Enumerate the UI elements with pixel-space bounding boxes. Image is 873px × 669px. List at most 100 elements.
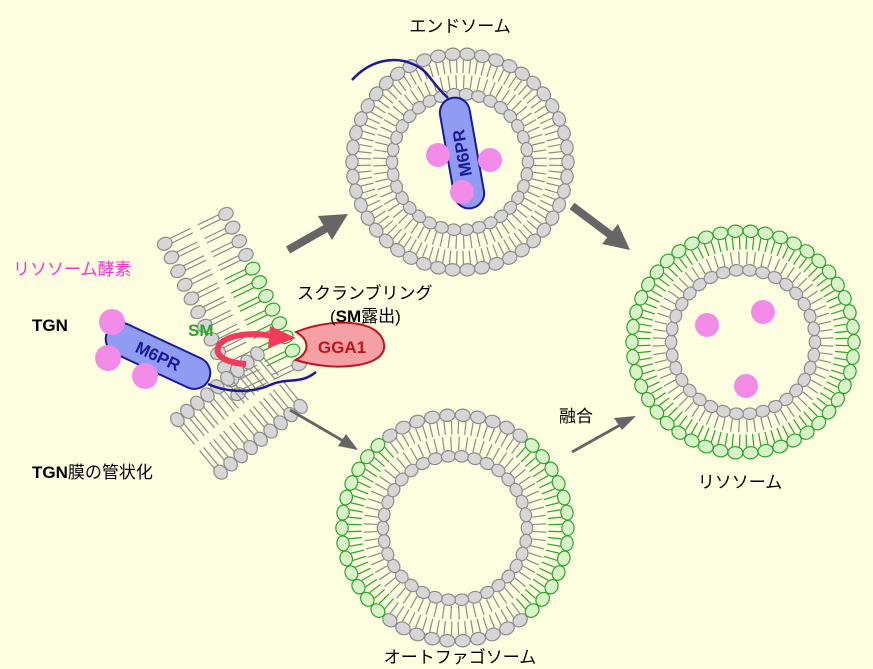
lipid-tail [424, 82, 431, 95]
enzyme-dot [99, 309, 125, 335]
lipid-tail [348, 516, 363, 520]
lipid-tail [229, 425, 246, 445]
lipid-tail [188, 268, 211, 281]
lipid-tail [249, 409, 266, 429]
lipid-tail [417, 226, 425, 239]
lipid-tail [222, 337, 245, 349]
lipid-tail [178, 425, 195, 445]
lipid-tail [753, 252, 757, 265]
lipid-head [213, 464, 228, 480]
lipid-tail [639, 357, 652, 361]
lipid-head [473, 260, 491, 275]
lipid-tail [684, 271, 694, 283]
scrambling-label: スクランブリング [297, 283, 433, 303]
sm-lipid-head [625, 333, 639, 351]
lipid-tail [443, 421, 446, 436]
lipid-tail [534, 210, 546, 219]
lipid-head [444, 47, 461, 62]
lipid-head [218, 206, 234, 221]
lipid-tail [389, 462, 401, 474]
lipid-tail [691, 267, 700, 279]
lipid-tail [392, 228, 403, 240]
lipid-tail [828, 303, 841, 309]
lipid-tail [793, 253, 802, 265]
lipid-tail [455, 75, 458, 89]
lipid-tail [547, 536, 562, 540]
lipid-tail [679, 258, 688, 269]
lipid-tail [797, 277, 808, 288]
lipid-tail [401, 609, 410, 622]
lipid-tail [520, 451, 532, 463]
lipid-tail [823, 386, 835, 394]
lipid-tail [486, 599, 493, 612]
lipid-head [560, 139, 574, 156]
lipid-tail [519, 475, 531, 485]
lipid-tail [435, 62, 440, 76]
lipid-tail [389, 582, 401, 594]
lipid-tail [397, 232, 407, 244]
lipid-tail [738, 419, 740, 433]
lipid-tail [654, 359, 668, 364]
sm-lipid-head [757, 226, 774, 241]
lipid-tail [798, 258, 807, 269]
lipid-head [454, 633, 471, 648]
lipid-tail [252, 364, 269, 385]
lipid-tail [529, 133, 543, 140]
lipid-head [454, 408, 471, 423]
lipid-tail [830, 369, 844, 375]
lipid-tail [367, 117, 380, 125]
lipid-tail [802, 283, 813, 293]
lipid-tail [377, 184, 391, 191]
lipid-tail [439, 77, 444, 91]
lipid-tail [511, 602, 521, 614]
lipid-head [156, 236, 173, 251]
lipid-head [238, 247, 254, 262]
lipid-tail [642, 309, 656, 315]
lipid-tail [717, 431, 722, 445]
lipid-tail [202, 296, 225, 308]
lipid-tail [182, 422, 199, 442]
lipid-tail [500, 609, 509, 622]
lipid-tail [392, 105, 404, 116]
lipid-tail [659, 372, 672, 380]
tgn-tubulation-label: TGN膜の管状化 [32, 463, 153, 482]
lipid-tail [442, 61, 446, 75]
lipid-tail [787, 422, 796, 434]
lipid-tail [410, 447, 418, 461]
lipid-tail [228, 384, 245, 404]
lipid-tail [547, 176, 561, 181]
lipid-head [170, 412, 185, 428]
lipid-tail [705, 258, 712, 271]
lipid-tail [659, 304, 672, 312]
lipid-tail [175, 241, 198, 254]
lipid-tail [489, 229, 496, 242]
lipid-tail [514, 469, 526, 479]
lipid-tail [767, 415, 773, 429]
lipid-tail [731, 237, 735, 251]
lipid-tail [663, 297, 676, 305]
lipid-tail [540, 199, 553, 207]
lipid-tail [678, 277, 689, 288]
lipid-tail [780, 262, 788, 275]
lipid-tail [401, 434, 410, 447]
lipid-tail [448, 60, 452, 74]
lipid-tail [527, 126, 540, 133]
lipid-tail [516, 208, 528, 219]
lipid-tail [731, 433, 735, 447]
enzyme-dot [751, 300, 775, 324]
lipid-tail [511, 213, 522, 224]
lipid-tail [239, 417, 256, 437]
lipid-tail [425, 441, 431, 455]
lipid-tail [548, 151, 562, 154]
lipid-tail [242, 378, 265, 390]
lysosome-label: リソソーム [698, 473, 783, 492]
lipid-tail [638, 330, 652, 334]
lipid-tail [395, 438, 405, 451]
lipid-tail [503, 72, 511, 85]
lipid-tail [818, 359, 832, 364]
lipid-tail [424, 229, 431, 242]
lipid-head [190, 305, 206, 320]
lipid-tail [658, 397, 670, 406]
lipid-tail [691, 405, 700, 417]
lipid-tail [195, 282, 218, 295]
